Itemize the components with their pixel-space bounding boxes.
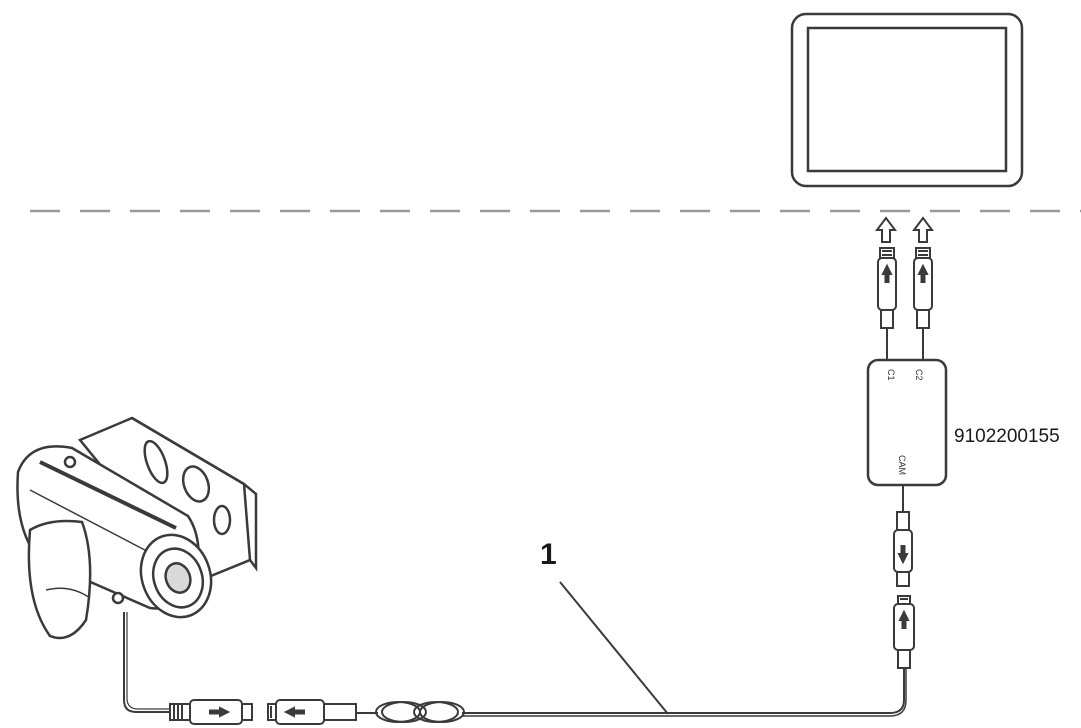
part-number-label: 9102200155 bbox=[954, 426, 1060, 447]
up-arrow-icon-1 bbox=[875, 216, 897, 243]
splitter-label-c2: C2 bbox=[914, 369, 924, 381]
splitter-label-c1: C1 bbox=[886, 369, 896, 381]
monitor bbox=[790, 12, 1024, 188]
camera-plug bbox=[169, 699, 253, 725]
plug-c1 bbox=[877, 247, 897, 360]
splitter-box: C1 C2 CAM bbox=[866, 358, 948, 487]
cam-plug bbox=[893, 485, 913, 587]
up-arrow-icon-2 bbox=[912, 216, 934, 243]
extension-cable bbox=[462, 668, 905, 714]
cable-coil bbox=[356, 701, 465, 723]
splitter-label-cam: CAM bbox=[897, 455, 907, 475]
camera bbox=[16, 416, 258, 640]
extension-plug-left bbox=[267, 699, 357, 725]
plug-c2 bbox=[913, 247, 933, 360]
extension-plug-right bbox=[893, 595, 915, 669]
callout-number: 1 bbox=[540, 538, 557, 571]
camera-cable bbox=[123, 612, 170, 713]
callout-leader bbox=[559, 581, 669, 715]
